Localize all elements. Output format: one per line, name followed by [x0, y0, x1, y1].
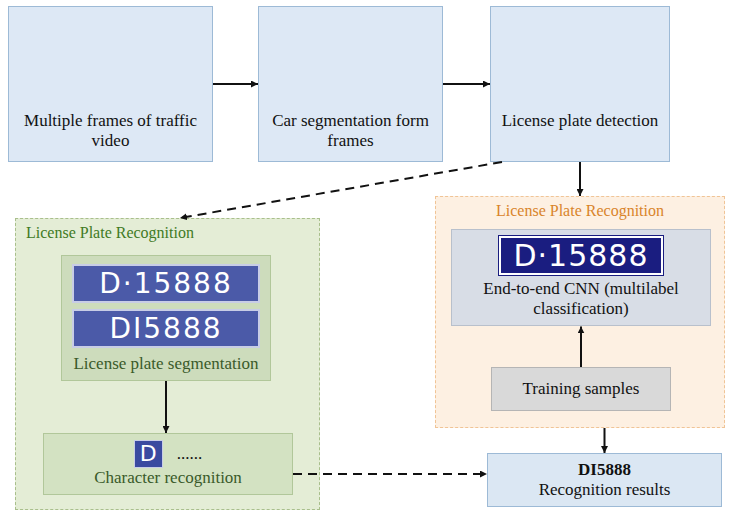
node-label: Character recognition — [94, 468, 242, 488]
plate-detection-frame — [503, 12, 657, 102]
character-box: D......Character recognition — [43, 433, 293, 495]
flow-arrow — [213, 83, 258, 85]
flow-arrow — [604, 428, 606, 453]
text-row: Training samples — [498, 379, 664, 399]
cnn-box: D·15888End-to-end CNN (multilabel classi… — [451, 229, 711, 326]
flow-arrow — [165, 381, 167, 433]
text-row: DI5888 — [494, 460, 715, 480]
node-label: License plate segmentation — [73, 354, 258, 374]
text-row: Car segmentation form frames — [265, 111, 436, 151]
process-box: Car segmentation form frames — [258, 6, 443, 162]
node-label: D — [134, 440, 163, 468]
flow-arrow — [293, 473, 487, 475]
segmentation-box: D·15888DI5888License plate segmentation — [61, 255, 271, 381]
text-row: License Plate Recognition — [26, 223, 309, 243]
node-label: License plate detection — [502, 111, 659, 131]
text-row: License Plate Recognition — [446, 201, 714, 221]
text-row: Character recognition — [54, 468, 282, 488]
method-region: License Plate RecognitionD·15888DI5888Li… — [15, 218, 320, 510]
node-label: Recognition results — [539, 480, 671, 500]
node-label: Multiple frames of traffic video — [15, 111, 206, 151]
text-row: End-to-end CNN (multilabel classificatio… — [460, 279, 702, 319]
text-row: License plate segmentation — [72, 354, 260, 374]
node-label: D·15888 — [72, 264, 260, 303]
text-row: D·15888 — [72, 264, 260, 303]
flow-arrow — [580, 326, 582, 367]
node-label: ...... — [177, 444, 203, 464]
segmentation-frame — [272, 12, 432, 102]
process-box: License plate detection — [490, 6, 670, 162]
text-row: License plate detection — [497, 111, 663, 131]
method-region: License Plate RecognitionD·15888End-to-e… — [435, 196, 725, 428]
flow-arrow — [180, 162, 502, 218]
node-label: License Plate Recognition — [496, 202, 664, 221]
node-label: Car segmentation form frames — [265, 111, 436, 151]
training-box: Training samples — [491, 367, 671, 411]
node-label: End-to-end CNN (multilabel classificatio… — [460, 279, 702, 319]
video-frame — [26, 12, 198, 102]
text-row: Multiple frames of traffic video — [15, 111, 206, 151]
text-row: D...... — [54, 440, 282, 468]
node-label: License Plate Recognition — [26, 224, 194, 243]
node-label: DI5888 — [578, 460, 631, 480]
text-row: DI5888 — [72, 309, 260, 348]
result-box: DI5888Recognition results — [487, 453, 722, 507]
node-label: DI5888 — [72, 309, 260, 348]
text-row: D·15888 — [460, 236, 702, 279]
text-row: Recognition results — [494, 480, 715, 500]
process-box: Multiple frames of traffic video — [8, 6, 213, 162]
flow-arrow — [443, 83, 490, 85]
node-label: Training samples — [523, 379, 640, 399]
node-label: D·15888 — [499, 236, 662, 275]
flow-arrow — [579, 162, 581, 196]
